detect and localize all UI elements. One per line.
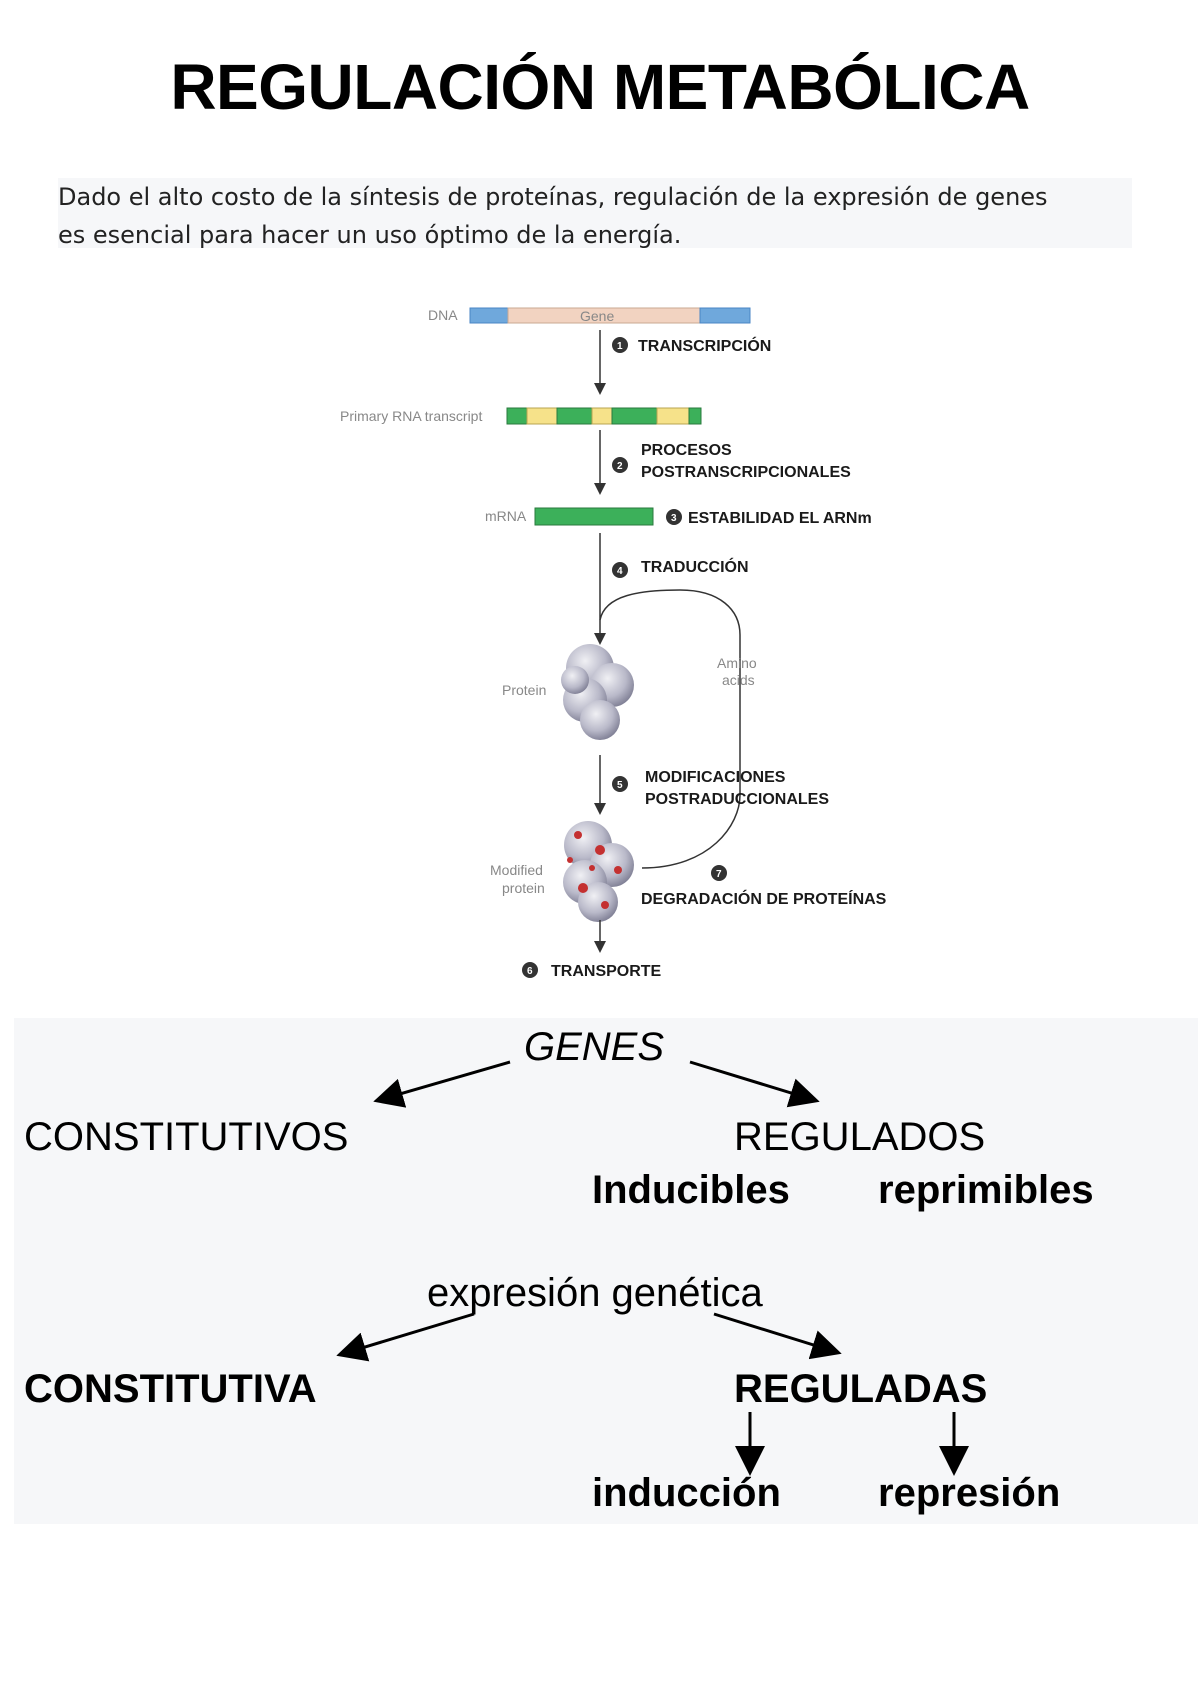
protein-label: Protein (502, 682, 546, 698)
intro-paragraph: Dado el alto costo de la síntesis de pro… (58, 178, 1132, 249)
amino-acid-recycle-loop (599, 589, 741, 869)
dna-flank-left (469, 307, 509, 324)
step-5-badge (612, 776, 628, 792)
svg-text:6: 6 (527, 966, 533, 977)
modified-label-2: protein (502, 880, 545, 896)
gene-label: Gene (580, 308, 614, 324)
arrow-to-constitutivos (373, 1060, 511, 1108)
gene-classification-scheme: GENES CONSTITUTIVOS REGULADOS Inducibles… (14, 1018, 1198, 1524)
step-procesos: PROCESOS (641, 442, 732, 459)
arrow-to-reguladas (713, 1312, 842, 1360)
svg-text:4: 4 (617, 566, 623, 577)
intro-line-1: Dado el alto costo de la síntesis de pro… (58, 183, 1048, 211)
constitutiva-label: CONSTITUTIVA (24, 1367, 317, 1411)
page-title: REGULACIÓN METABÓLICA (170, 51, 1030, 123)
step-7-badge (711, 865, 727, 881)
dna-label: DNA (428, 307, 458, 323)
modified-protein-illustration (563, 821, 634, 922)
amino-label-2: acids (722, 672, 755, 688)
step-postraduccionales: POSTRADUCCIONALES (645, 791, 829, 808)
step-degradacion: DEGRADACIÓN DE PROTEÍNAS (641, 889, 887, 908)
step-estabilidad: ESTABILIDAD EL ARNm (688, 510, 872, 527)
inducibles-label: Inducibles (592, 1168, 790, 1212)
step-transporte: TRANSPORTE (551, 963, 662, 980)
step-traduccion: TRADUCCIÓN (641, 557, 749, 576)
primary-rna-transcript (506, 407, 702, 425)
step-postranscripcionales: POSTRANSCRIPCIONALES (641, 464, 851, 481)
constitutivos-label: CONSTITUTIVOS (24, 1115, 348, 1159)
svg-text:3: 3 (671, 513, 677, 524)
svg-text:2: 2 (617, 461, 623, 472)
step-2-badge (612, 457, 628, 473)
arrow-to-regulados (689, 1060, 820, 1108)
step-6-badge (522, 962, 538, 978)
gene-expression-figure: DNA Gene 1 TRANSCRIPCIÓN Primary RNA tra… (0, 290, 1200, 1010)
step-1-badge (612, 337, 628, 353)
step-4-badge (612, 562, 628, 578)
arrow-to-constitutiva (336, 1312, 475, 1362)
intro-line-2: es esencial para hacer un uso óptimo de … (58, 221, 682, 249)
svg-text:1: 1 (617, 341, 623, 352)
induccion-label: inducción (592, 1471, 781, 1515)
reguladas-label: REGULADAS (734, 1367, 987, 1411)
genes-heading: GENES (524, 1025, 664, 1069)
dna-flank-right (699, 307, 751, 324)
reprimibles-label: reprimibles (878, 1168, 1094, 1212)
modified-label-1: Modified (490, 862, 543, 878)
svg-text:7: 7 (716, 869, 722, 880)
protein-illustration (561, 644, 634, 740)
regulados-label: REGULADOS (734, 1115, 985, 1159)
expresion-heading: expresión genética (427, 1271, 764, 1315)
svg-text:5: 5 (617, 780, 623, 791)
mrna-strand (534, 507, 654, 526)
primary-rna-label: Primary RNA transcript (340, 408, 482, 424)
step-modificaciones: MODIFICACIONES (645, 769, 786, 786)
step-3-badge (666, 509, 682, 525)
represion-label: represión (878, 1471, 1060, 1515)
step-transcripcion: TRANSCRIPCIÓN (638, 336, 771, 355)
mrna-label: mRNA (485, 508, 527, 524)
amino-label-1: Amino (717, 655, 757, 671)
